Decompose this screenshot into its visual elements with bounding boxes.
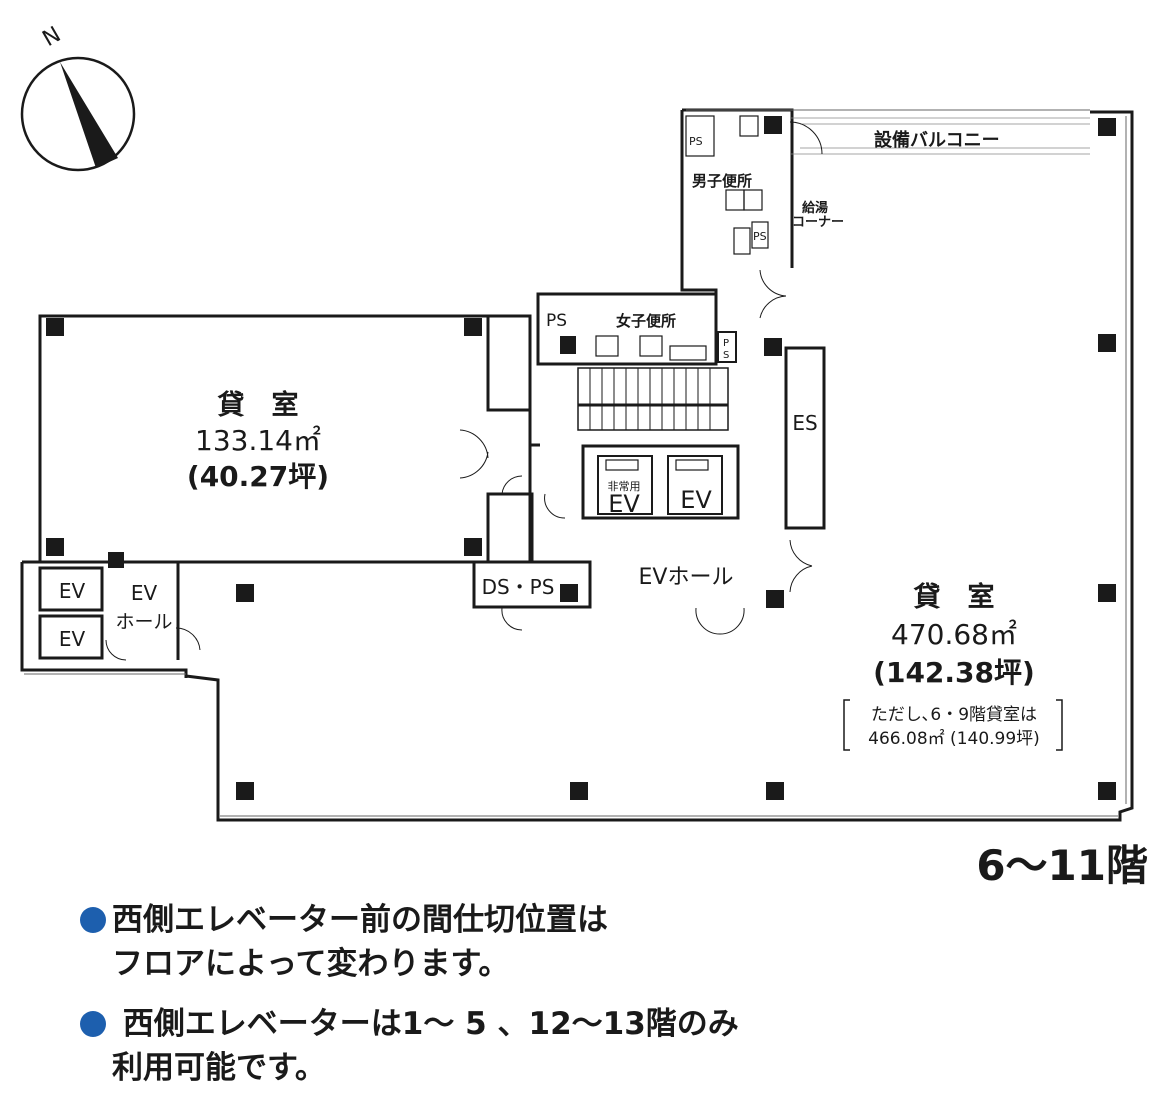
west-ev-hall-label-2: ホール	[115, 611, 172, 633]
note-1-line2: フロアによって変わります。	[112, 946, 510, 982]
column	[764, 116, 782, 134]
column	[464, 318, 482, 336]
compass-north-label: N	[39, 22, 66, 52]
doors	[105, 121, 823, 661]
west-office-tsubo: (40.27坪)	[187, 460, 329, 493]
ev-hall-label: EVホール	[639, 565, 734, 590]
walls	[20, 108, 1134, 822]
column	[1098, 782, 1116, 800]
ev-shaft-wall	[581, 444, 740, 520]
balcony-hatch	[790, 117, 1090, 155]
column	[46, 318, 64, 336]
note-bracket	[843, 699, 1063, 751]
kitchenette-label-1: 給湯	[802, 200, 828, 216]
note-1-line1: 西側エレベーター前の間仕切位置は	[112, 902, 608, 938]
column	[236, 584, 254, 602]
east-office-tsubo: (142.38坪)	[873, 656, 1035, 689]
note-2-line1: 西側エレベーターは1〜 5 、12〜13階のみ	[112, 1006, 739, 1042]
floor-label: 6〜11階	[976, 841, 1148, 890]
column	[464, 538, 482, 556]
restroom-fixtures	[595, 115, 769, 515]
column	[1098, 584, 1116, 602]
window-lines	[24, 109, 1127, 817]
escalator-wall	[784, 346, 826, 530]
column	[236, 782, 254, 800]
room-labels: 貸 室 133.14㎡ (40.27坪) 貸 室 470.68㎡ (142.38…	[59, 129, 1063, 751]
west-office-area: 133.14㎡	[195, 424, 321, 457]
north-arrow-icon	[60, 62, 118, 168]
balcony-label: 設備バルコニー	[874, 129, 1000, 151]
ev-label: EV	[680, 486, 712, 514]
emergency-label: 非常用	[608, 480, 641, 493]
bullet-icon	[80, 1011, 106, 1037]
column	[560, 336, 576, 354]
west-ev-label-2: EV	[59, 627, 86, 651]
ds-ps-label: DS・PS	[482, 575, 555, 599]
kitchenette-label-2: コーナー	[792, 215, 844, 230]
floor-plan: N	[20, 22, 1148, 890]
note-1: 西側エレベーター前の間仕切位置は フロアによって変わります。	[80, 898, 608, 986]
east-office-area: 470.68㎡	[891, 618, 1017, 651]
bullet-icon	[80, 907, 106, 933]
ps-vertical-2: S	[723, 350, 729, 361]
note-2: 西側エレベーターは1〜 5 、12〜13階のみ 利用可能です。	[80, 1002, 739, 1090]
column	[560, 584, 578, 602]
column	[1098, 118, 1116, 136]
note-2-line2: 利用可能です。	[112, 1050, 326, 1086]
column	[570, 782, 588, 800]
mens-restroom-label: 男子便所	[692, 172, 752, 190]
column	[108, 552, 124, 568]
east-office-note-line1: ただし､6・9階貸室は	[871, 705, 1037, 725]
compass-ring	[20, 56, 136, 172]
columns	[46, 116, 1116, 800]
east-office-note-line2: 466.08㎡ (140.99坪)	[868, 729, 1040, 749]
ps-vertical-1: P	[723, 338, 729, 349]
ps-label-small: PS	[689, 135, 703, 148]
womens-restroom-label: 女子便所	[616, 312, 676, 330]
emergency-ev-label: EV	[608, 490, 640, 518]
west-office-name: 貸 室	[218, 389, 299, 421]
escalator-label: ES	[792, 411, 817, 435]
ps-label: PS	[546, 311, 567, 331]
ps-label-kitchenette: PS	[753, 230, 767, 243]
column	[766, 782, 784, 800]
column	[764, 338, 782, 356]
staircase	[577, 367, 729, 431]
column	[1098, 334, 1116, 352]
west-ev-hall-label-1: EV	[131, 581, 158, 605]
west-ev-label-1: EV	[59, 579, 86, 603]
compass: N	[20, 22, 136, 172]
east-office-name: 貸 室	[914, 581, 995, 613]
column	[766, 590, 784, 608]
column	[46, 538, 64, 556]
